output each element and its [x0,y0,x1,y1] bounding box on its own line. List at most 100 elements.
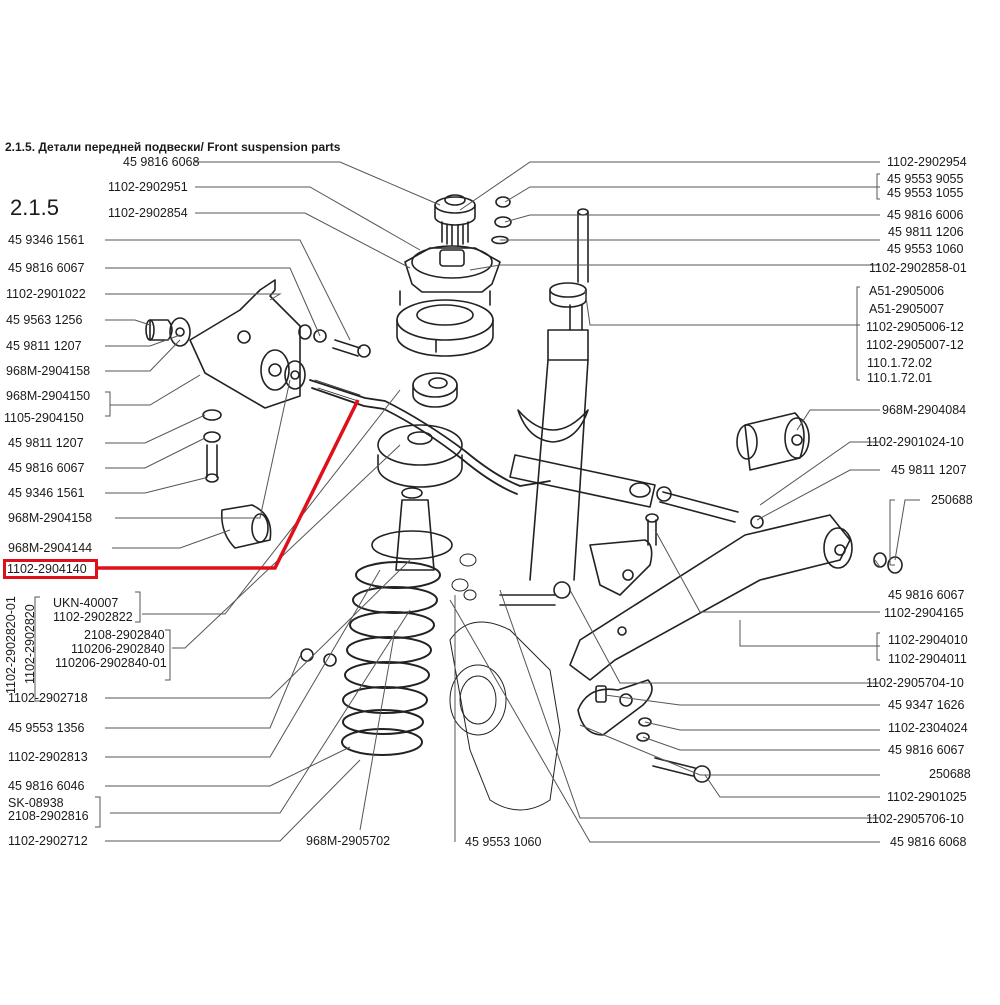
part-label[interactable]: 968M-2904084 [882,403,967,417]
part-label[interactable]: 45 9553 1060 [887,242,964,256]
part-label[interactable]: 1102-2905006-12 [866,320,964,334]
leader-line [195,186,421,251]
part-label[interactable]: 45 9811 1207 [6,339,82,353]
part-label[interactable]: 110.1.72.01 [867,371,933,385]
part-label[interactable]: 968M-2904158 [8,511,93,525]
part-label[interactable]: 45 9553 1055 [887,186,964,200]
part-label[interactable]: 1102-2304024 [888,721,968,735]
part-label[interactable]: 968M-2904150 [6,389,91,403]
leader-lines [34,161,920,843]
part-label[interactable]: 45 9347 1626 [888,698,965,712]
strut-bracket [589,539,653,596]
leader-line [579,724,880,776]
bearing-part [412,372,458,408]
part-label[interactable]: 1102-2905706-10 [866,812,964,826]
leader-line [112,529,231,549]
highlighted-part-label[interactable]: 1102-2904140 [7,562,87,576]
leader-line [704,774,880,798]
leader-line [894,499,920,561]
leader-line [105,267,321,337]
part-label[interactable]: 968M-2904158 [6,364,91,378]
leader-line [105,569,381,758]
part-label[interactable]: 1102-2904165 [884,606,964,620]
top-nut-washers [491,196,512,245]
leader-line [105,414,206,444]
part-label-vertical[interactable]: 1102-2902820-01 [4,596,18,694]
stabilizer-bushing-part [220,504,272,549]
part-label[interactable]: 1102-2902712 [8,834,88,848]
part-label[interactable]: 1102-2902822 [53,610,133,624]
small-bushing-part [145,317,191,347]
part-label[interactable]: 45 9811 1206 [888,225,964,239]
ball-joint-part [577,679,653,736]
spring-side-nuts [300,648,337,667]
part-label[interactable]: 45 9816 6068 [890,835,967,849]
part-label[interactable]: 1102-2901024-10 [866,435,964,449]
part-label[interactable]: 250688 [931,493,973,507]
part-label[interactable]: 45 9816 6067 [8,461,85,475]
part-label[interactable]: 45 9811 1207 [8,436,84,450]
part-label[interactable]: 45 9553 1356 [8,721,85,735]
leader-line [604,694,880,706]
part-label[interactable]: SK-08938 [8,796,64,810]
leader-line [739,620,880,647]
part-label[interactable]: 2108-2902840 [84,628,165,642]
page-title: 2.1.5. Детали передней подвески/ Front s… [5,140,341,154]
part-label[interactable]: 45 9816 6067 [888,588,965,602]
part-label[interactable]: 45 9811 1207 [891,463,967,477]
part-label[interactable]: 45 9346 1561 [8,486,85,500]
part-label[interactable]: 45 9563 1256 [6,313,83,327]
part-label[interactable]: 45 9816 6067 [8,261,85,275]
leader-line [459,161,880,211]
arm-vertical-bolt [645,513,659,546]
part-label[interactable]: 1102-2902718 [8,691,88,705]
lower-control-arm-part [569,514,853,681]
part-label[interactable]: 1102-2901022 [6,287,86,301]
part-label[interactable]: 1102-2902858-01 [869,261,967,275]
part-label[interactable]: 45 9816 6046 [8,779,85,793]
part-label[interactable]: 1102-2905704-10 [866,676,964,690]
leader-line [469,264,880,271]
leader-line [105,319,151,326]
leader-line [105,437,206,469]
part-label[interactable]: 1102-2901025 [887,790,967,804]
part-label[interactable]: 1105-2904150 [4,411,84,425]
leader-line [105,746,351,787]
leader-line [115,379,291,519]
knuckle-bolts [499,581,571,606]
part-label-vertical[interactable]: 1102-2902820 [23,604,37,684]
part-label[interactable]: 45 9346 1561 [8,233,85,247]
leader-line [105,655,301,729]
part-label[interactable]: 968M-2905702 [306,834,391,848]
part-label[interactable]: 1102-2904011 [888,652,967,666]
leader-line [796,409,880,431]
part-label[interactable]: A51-2905006 [869,284,945,298]
leader-line [654,529,880,613]
part-label[interactable]: 250688 [929,767,971,781]
part-label[interactable]: 1102-2902951 [108,180,188,194]
part-label[interactable]: 1102-2902813 [8,750,88,764]
part-label[interactable]: 45 9816 6067 [888,743,965,757]
part-label[interactable]: 45 9553 9055 [887,172,964,186]
lower-left-fasteners [202,409,222,483]
leader-line [569,589,880,684]
leader-line [105,339,181,372]
part-label[interactable]: 45 9553 1060 [465,835,542,849]
part-label[interactable]: 45 9816 6068 [123,155,200,169]
part-label[interactable]: 45 9816 6006 [887,208,964,222]
highlight-box [3,559,98,579]
part-label[interactable]: 1102-2902954 [887,155,967,169]
part-label[interactable]: 110206-2902840-01 [55,656,167,670]
part-label[interactable]: 1102-2905007-12 [866,338,964,352]
part-label[interactable]: UKN-40007 [53,596,119,610]
leader-line [135,591,141,623]
leader-line [449,599,880,843]
part-label[interactable]: 2108-2902816 [8,809,89,823]
part-label[interactable]: 1102-2902854 [108,206,188,220]
part-label[interactable]: 1102-2904010 [888,633,968,647]
part-label[interactable]: 968M-2904144 [8,541,93,555]
stabilizer-bar-part [309,379,551,495]
part-label[interactable]: 110.1.72.02 [867,356,933,370]
part-label[interactable]: A51-2905007 [869,302,945,316]
part-label[interactable]: 110206-2902840 [71,642,165,656]
